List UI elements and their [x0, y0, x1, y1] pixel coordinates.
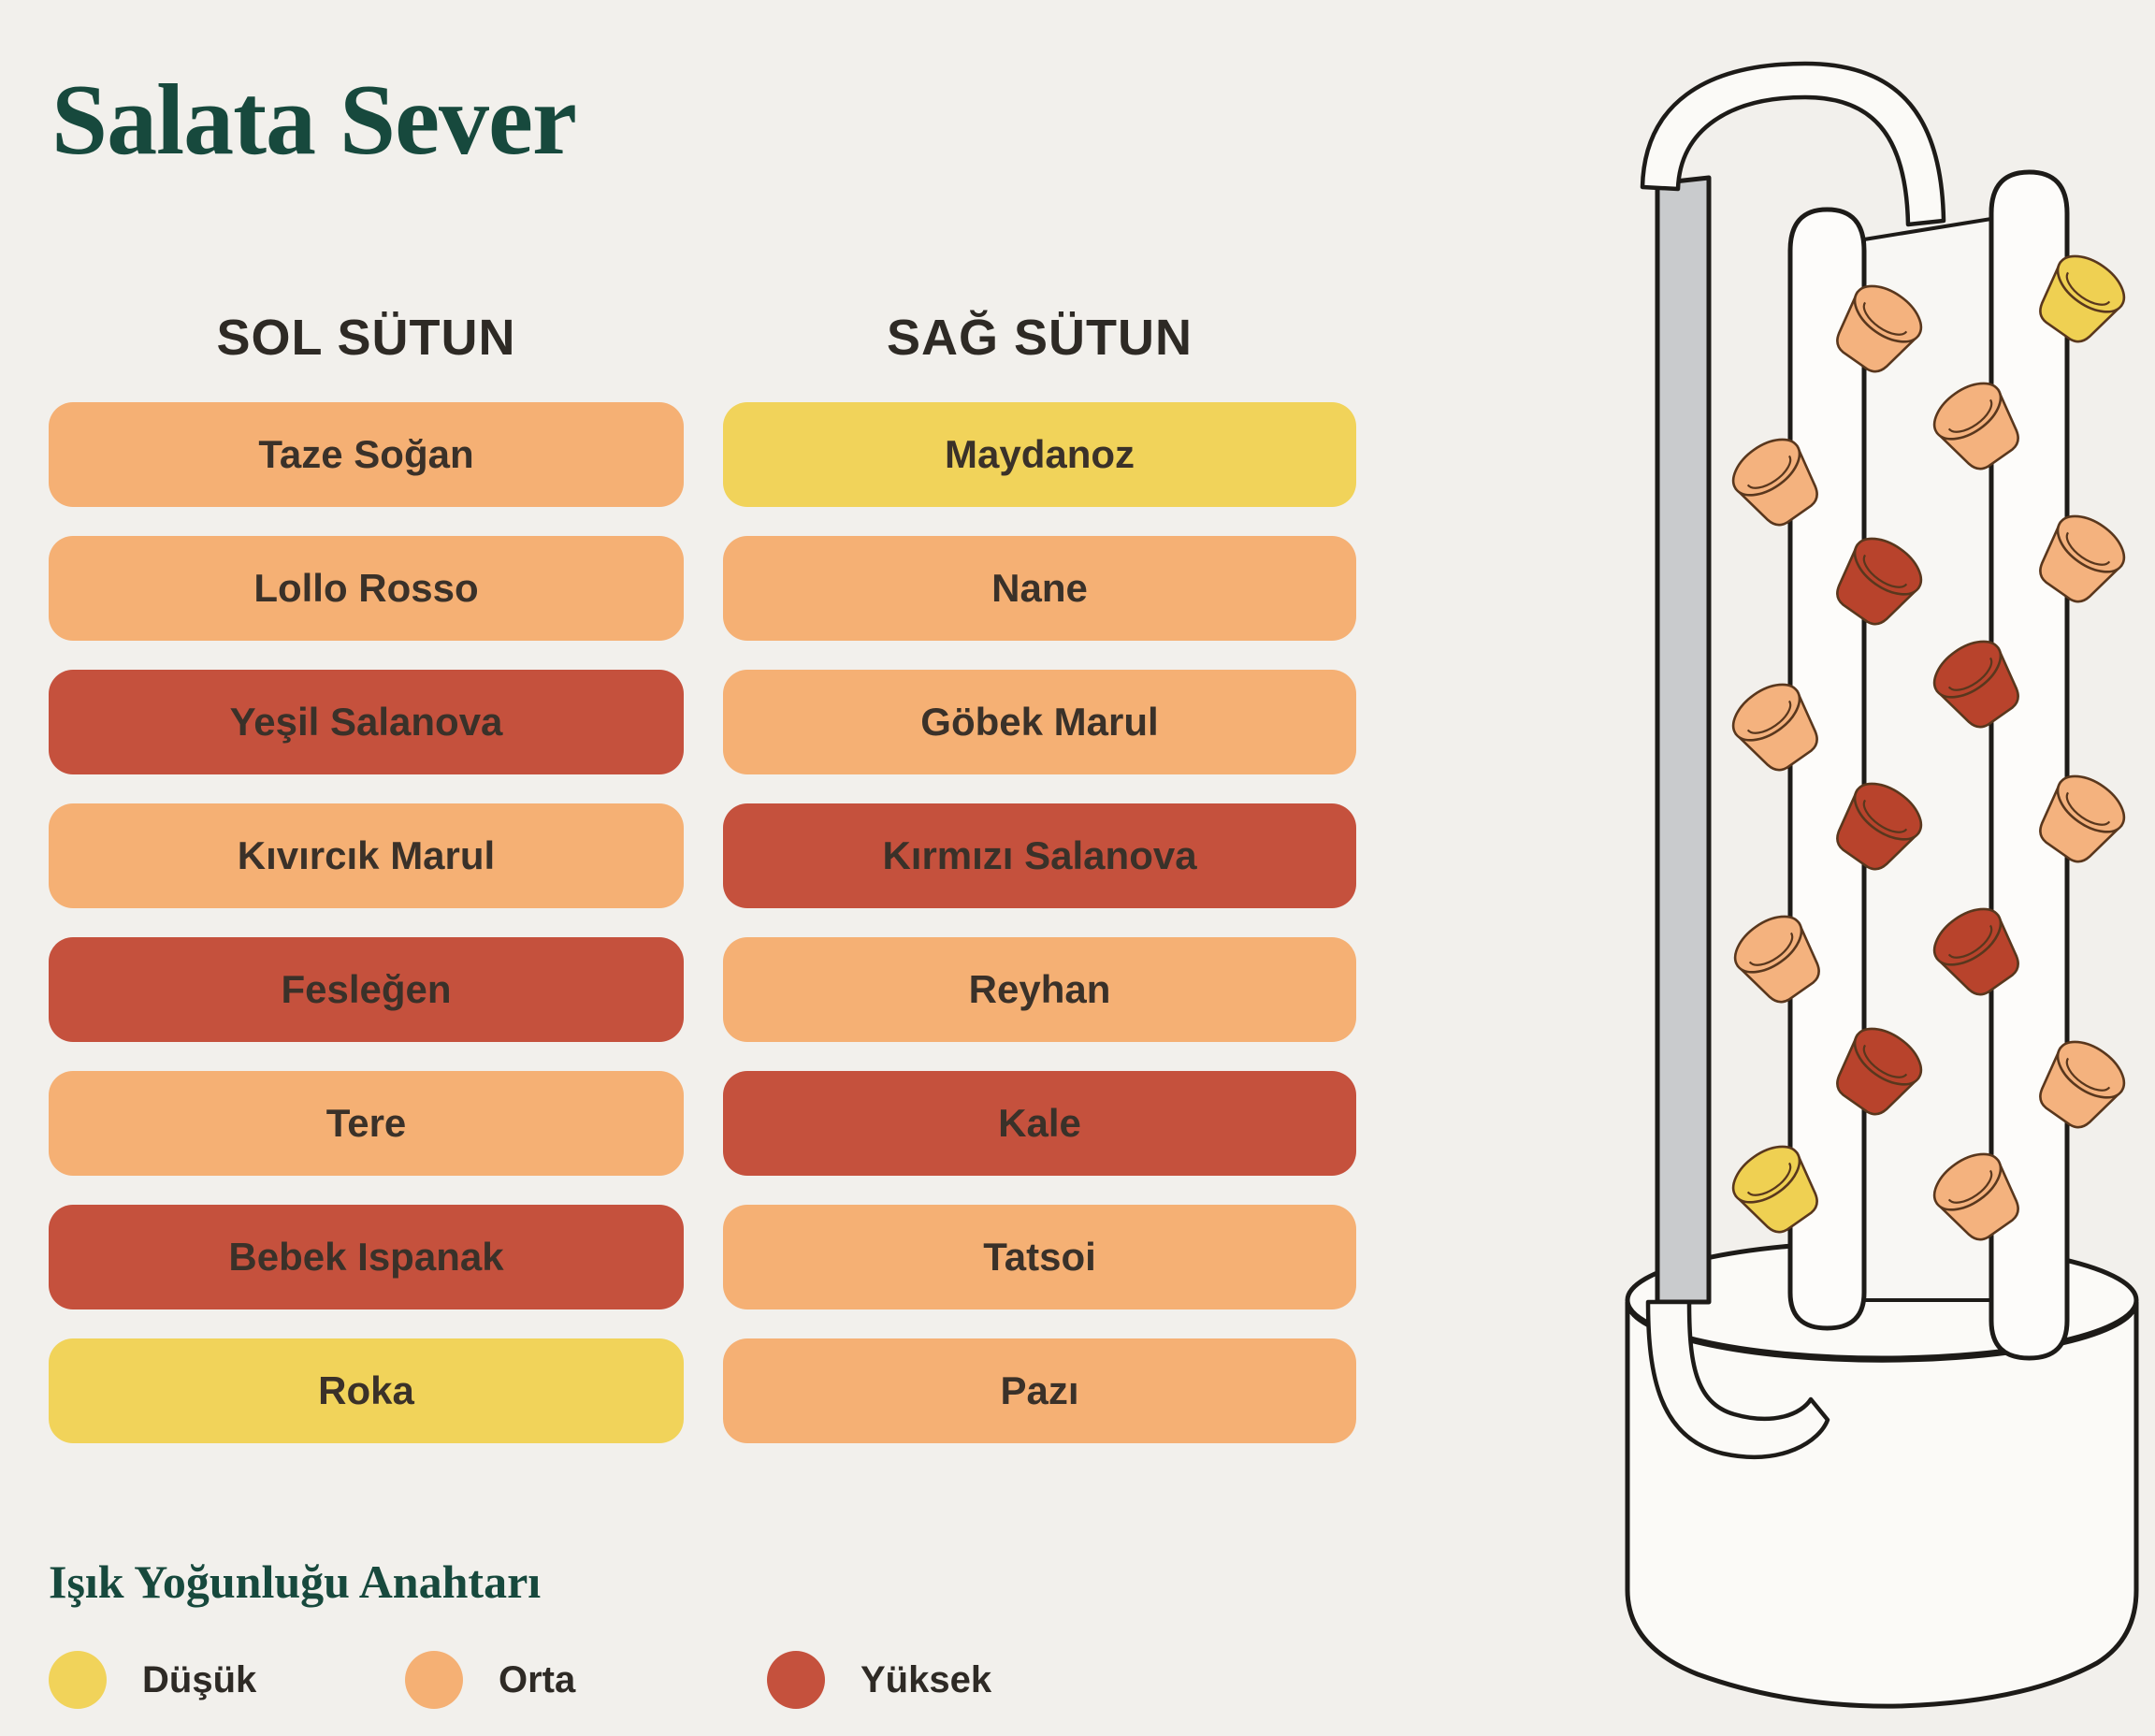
pot-layer: [1731, 254, 2126, 1241]
plant-pill: Kıvırcık Marul: [49, 803, 684, 908]
right-column-list: Maydanoz Nane Göbek Marul Kırmızı Salano…: [723, 402, 1356, 1443]
plant-pot-dusuk: [1731, 1145, 1818, 1234]
plant-pill: Taze Soğan: [49, 402, 684, 507]
legend-item-low: Düşük: [49, 1650, 256, 1710]
legend-swatch-medium: [405, 1651, 463, 1709]
right-column-header: SAĞ SÜTUN: [886, 310, 1193, 366]
tower-base-body: [1625, 1302, 2139, 1709]
tower-column-right: [1989, 169, 2070, 1361]
legend-label: Orta: [499, 1658, 576, 1700]
plant-pot-orta: [1731, 438, 1818, 527]
plant-pot-orta: [1731, 683, 1818, 772]
plant-pill: Maydanoz: [723, 402, 1356, 507]
water-pipe: [1655, 175, 1712, 1305]
plant-pill: Fesleğen: [49, 937, 684, 1042]
plant-pill: Kale: [723, 1071, 1356, 1176]
plant-pot-orta: [1932, 1152, 2019, 1241]
plant-pot-orta: [1932, 382, 2019, 470]
plant-pill: Yeşil Salanova: [49, 670, 684, 774]
plant-pot-orta: [1733, 915, 1820, 1004]
plant-pot-yuksek: [1836, 537, 1923, 626]
legend-item-medium: Orta: [405, 1650, 575, 1710]
plant-pill: Reyhan: [723, 937, 1356, 1042]
hydroponic-tower-illustration: [1625, 61, 2139, 1709]
left-column-header: SOL SÜTUN: [216, 310, 516, 366]
plant-pot-yuksek: [1932, 907, 2019, 996]
plant-pill: Roka: [49, 1338, 684, 1443]
plant-pot-yuksek: [1836, 1027, 1923, 1116]
plant-pot-dusuk: [2039, 254, 2126, 343]
plant-pot-orta: [1836, 284, 1923, 373]
legend-swatch-low: [49, 1651, 107, 1709]
pipe-return-loop: [1645, 1299, 1830, 1459]
plant-pot-orta: [2039, 774, 2126, 863]
plant-pill: Pazı: [723, 1338, 1356, 1443]
left-column-list: Taze Soğan Lollo Rosso Yeşil Salanova Kı…: [49, 402, 684, 1443]
tower-back-panel: [1862, 216, 1993, 1302]
legend-label: Düşük: [142, 1658, 257, 1700]
irrigation-arch-tube: [1640, 61, 1946, 227]
legend-swatch-high: [767, 1651, 825, 1709]
page-title: Salata Sever: [51, 65, 577, 176]
legend-title: Işık Yoğunluğu Anahtarı: [49, 1555, 542, 1608]
plant-pill: Lollo Rosso: [49, 536, 684, 641]
legend-label: Yüksek: [861, 1658, 992, 1700]
plant-pill: Göbek Marul: [723, 670, 1356, 774]
plant-pill: Kırmızı Salanova: [723, 803, 1356, 908]
plant-pot-yuksek: [1932, 640, 2019, 729]
legend-item-high: Yüksek: [767, 1650, 991, 1710]
plant-pill: Tere: [49, 1071, 684, 1176]
plant-pill: Tatsoi: [723, 1205, 1356, 1309]
plant-pot-orta: [2039, 1040, 2126, 1129]
plant-pill: Bebek Ispanak: [49, 1205, 684, 1309]
plant-pill: Nane: [723, 536, 1356, 641]
plant-pot-orta: [2039, 514, 2126, 603]
plant-pot-yuksek: [1836, 782, 1923, 871]
